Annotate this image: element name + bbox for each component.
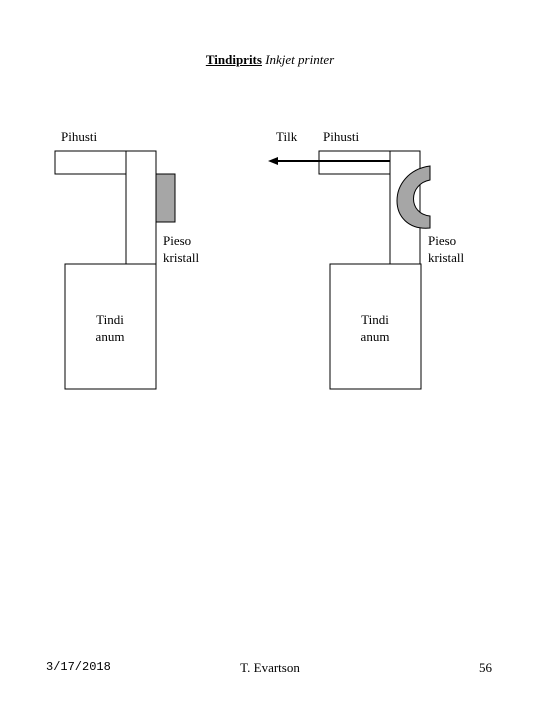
right-ink-tank bbox=[329, 263, 422, 390]
left-piezo-label-2: kristall bbox=[163, 250, 199, 265]
title-estonian: Tindiprits bbox=[205, 52, 262, 67]
footer-date: 3/17/2018 bbox=[46, 660, 111, 674]
left-vertical-channel bbox=[125, 150, 157, 265]
footer-page-number: 56 bbox=[479, 660, 492, 675]
left-tank-label-2: anum bbox=[96, 329, 125, 344]
left-tank-label-1: Tindi bbox=[96, 312, 124, 327]
right-tank-label-1: Tindi bbox=[361, 312, 389, 327]
left-nozzle-label: Pihusti bbox=[61, 129, 98, 144]
right-piezo-label-2: kristall bbox=[428, 250, 464, 265]
left-printhead: Pihusti Pieso kristall Tindi anum bbox=[54, 129, 199, 390]
arrow-head-icon bbox=[268, 157, 278, 165]
footer-author: T. Evartson bbox=[240, 660, 300, 675]
page-title: Tindiprits Inkjet printer bbox=[0, 52, 540, 68]
right-nozzle-label: Pihusti bbox=[323, 129, 360, 144]
left-piezo-label-1: Pieso bbox=[163, 233, 191, 248]
drop-label: Tilk bbox=[276, 129, 298, 144]
title-english: Inkjet printer bbox=[265, 52, 335, 67]
right-printhead: Tilk Pihusti Pieso kristall Tindi anum bbox=[268, 129, 464, 390]
right-tank-label-2: anum bbox=[361, 329, 390, 344]
left-ink-tank bbox=[64, 263, 157, 390]
left-piezo-crystal bbox=[155, 173, 176, 223]
right-piezo-crystal-deformed bbox=[396, 165, 431, 229]
right-piezo-label-1: Pieso bbox=[428, 233, 456, 248]
